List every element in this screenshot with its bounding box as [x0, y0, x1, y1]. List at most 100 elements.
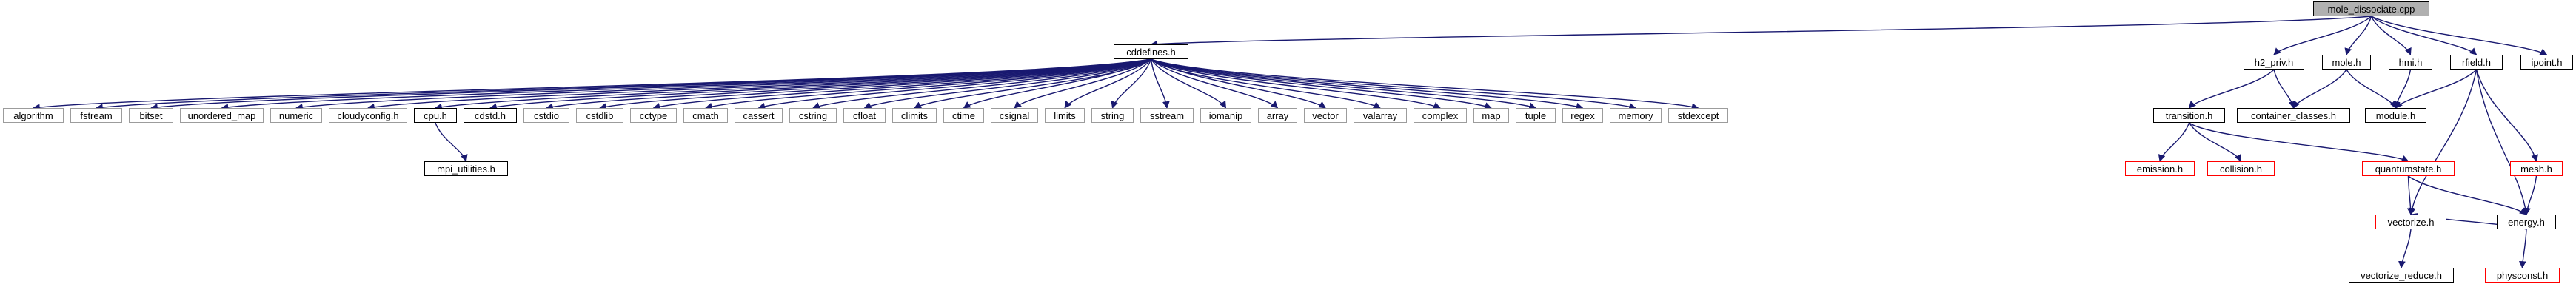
- edge-cddefines-to-stdexcept: [1151, 58, 1699, 110]
- node-label: string: [1100, 109, 1125, 121]
- node-label: ctime: [951, 109, 976, 121]
- edge-mole_dissociate-to-hmi: [2370, 16, 2412, 55]
- edge-mesh-to-energy: [2523, 175, 2537, 215]
- node-memory[interactable]: memory: [1610, 108, 1662, 123]
- node-label: module.h: [2375, 109, 2416, 121]
- edges: [33, 16, 2548, 268]
- node-cstring[interactable]: cstring: [789, 108, 837, 123]
- node-mole[interactable]: mole.h: [2322, 55, 2371, 70]
- edge-quantumstate-to-vectorize: [2406, 175, 2415, 215]
- node-label: memory: [1618, 109, 1653, 121]
- node-vectorize[interactable]: vectorize.h: [2375, 215, 2446, 229]
- node-iomanip[interactable]: iomanip: [1200, 108, 1251, 123]
- edge-cddefines-to-algorithm: [33, 58, 1151, 111]
- node-tuple[interactable]: tuple: [1516, 108, 1556, 123]
- node-cctype[interactable]: cctype: [630, 108, 677, 123]
- node-emission[interactable]: emission.h: [2125, 161, 2195, 176]
- node-ipoint[interactable]: ipoint.h: [2520, 55, 2573, 70]
- node-label: unordered_map: [187, 109, 256, 121]
- node-cstdio[interactable]: cstdio: [523, 108, 569, 123]
- edge-rfield-to-energy: [2475, 69, 2529, 215]
- node-cdstd[interactable]: cdstd.h: [464, 108, 517, 123]
- node-vector[interactable]: vector: [1304, 108, 1347, 123]
- edge-cddefines-to-cstdio: [546, 58, 1151, 111]
- node-label: complex: [1422, 109, 1459, 121]
- edge-h2_priv-to-container_classes: [2273, 69, 2296, 109]
- node-label: cfloat: [852, 109, 877, 121]
- node-string[interactable]: string: [1091, 108, 1134, 123]
- edge-cddefines-to-cfloat: [863, 58, 1151, 109]
- node-label: ipoint.h: [2531, 56, 2563, 68]
- node-algorithm[interactable]: algorithm: [3, 108, 64, 123]
- edge-cddefines-to-complex: [1151, 58, 1441, 109]
- edge-cddefines-to-fstream: [96, 58, 1151, 111]
- node-hmi[interactable]: hmi.h: [2389, 55, 2432, 70]
- node-cmath[interactable]: cmath: [683, 108, 728, 123]
- node-fstream[interactable]: fstream: [70, 108, 122, 123]
- edge-cddefines-to-map: [1151, 58, 1492, 109]
- edge-rfield-to-module: [2395, 69, 2478, 109]
- node-mole_dissociate[interactable]: mole_dissociate.cpp: [2313, 1, 2429, 16]
- edge-cddefines-to-iomanip: [1150, 58, 1227, 109]
- node-label: physconst.h: [2496, 269, 2549, 281]
- node-label: mesh.h: [2520, 163, 2552, 175]
- node-rfield[interactable]: rfield.h: [2450, 55, 2503, 70]
- node-regex[interactable]: regex: [1562, 108, 1603, 123]
- node-label: map: [1482, 109, 1501, 121]
- node-quantumstate[interactable]: quantumstate.h: [2362, 161, 2455, 176]
- edge-mole_dissociate-to-h2_priv: [2273, 16, 2372, 55]
- node-mpi_utilities[interactable]: mpi_utilities.h: [424, 161, 508, 176]
- edge-transition-to-quantumstate: [2189, 122, 2409, 162]
- node-label: algorithm: [13, 109, 53, 121]
- node-cloudyconfig[interactable]: cloudyconfig.h: [329, 108, 407, 123]
- node-label: cloudyconfig.h: [337, 109, 399, 121]
- node-label: csignal: [999, 109, 1030, 121]
- node-physconst[interactable]: physconst.h: [2485, 268, 2560, 283]
- node-complex[interactable]: complex: [1414, 108, 1467, 123]
- node-cddefines[interactable]: cddefines.h: [1114, 44, 1188, 59]
- node-cstdlib[interactable]: cstdlib: [576, 108, 623, 123]
- node-limits[interactable]: limits: [1045, 108, 1085, 123]
- node-cfloat[interactable]: cfloat: [843, 108, 886, 123]
- edge-hmi-to-module: [2393, 69, 2412, 109]
- edge-cddefines-to-cassert: [757, 58, 1151, 110]
- node-valarray[interactable]: valarray: [1354, 108, 1407, 123]
- node-sstream[interactable]: sstream: [1140, 108, 1194, 123]
- edge-cddefines-to-csignal: [1014, 58, 1151, 109]
- node-cassert[interactable]: cassert: [735, 108, 783, 123]
- node-csignal[interactable]: csignal: [991, 108, 1038, 123]
- edge-rfield-to-mesh: [2475, 69, 2538, 162]
- node-module[interactable]: module.h: [2365, 108, 2426, 123]
- edge-cddefines-to-numeric: [295, 58, 1151, 111]
- node-bitset[interactable]: bitset: [129, 108, 173, 123]
- node-array[interactable]: array: [1258, 108, 1297, 123]
- edge-cddefines-to-regex: [1151, 58, 1584, 110]
- edge-cddefines-to-cctype: [652, 58, 1151, 110]
- edge-mole-to-container_classes: [2292, 69, 2347, 109]
- node-mesh[interactable]: mesh.h: [2510, 161, 2563, 176]
- node-label: tuple: [1525, 109, 1547, 121]
- node-label: quantumstate.h: [2375, 163, 2442, 175]
- node-unordered_map[interactable]: unordered_map: [180, 108, 264, 123]
- node-map[interactable]: map: [1473, 108, 1509, 123]
- node-collision[interactable]: collision.h: [2207, 161, 2275, 176]
- node-stdexcept[interactable]: stdexcept: [1668, 108, 1728, 123]
- edge-cddefines-to-ctime: [963, 58, 1151, 109]
- node-climits[interactable]: climits: [892, 108, 937, 123]
- node-numeric[interactable]: numeric: [270, 108, 322, 123]
- node-energy[interactable]: energy.h: [2497, 215, 2556, 229]
- edge-cddefines-to-tuple: [1151, 58, 1536, 110]
- edge-cddefines-to-bitset: [150, 58, 1151, 111]
- node-cpu[interactable]: cpu.h: [414, 108, 457, 123]
- node-h2_priv[interactable]: h2_priv.h: [2244, 55, 2304, 70]
- node-label: cmath: [692, 109, 719, 121]
- node-label: cstdio: [534, 109, 559, 121]
- node-label: limits: [1054, 109, 1076, 121]
- node-vectorize_reduce[interactable]: vectorize_reduce.h: [2349, 268, 2454, 283]
- node-label: fstream: [80, 109, 113, 121]
- node-container_classes[interactable]: container_classes.h: [2237, 108, 2350, 123]
- node-ctime[interactable]: ctime: [943, 108, 984, 123]
- node-transition[interactable]: transition.h: [2153, 108, 2225, 123]
